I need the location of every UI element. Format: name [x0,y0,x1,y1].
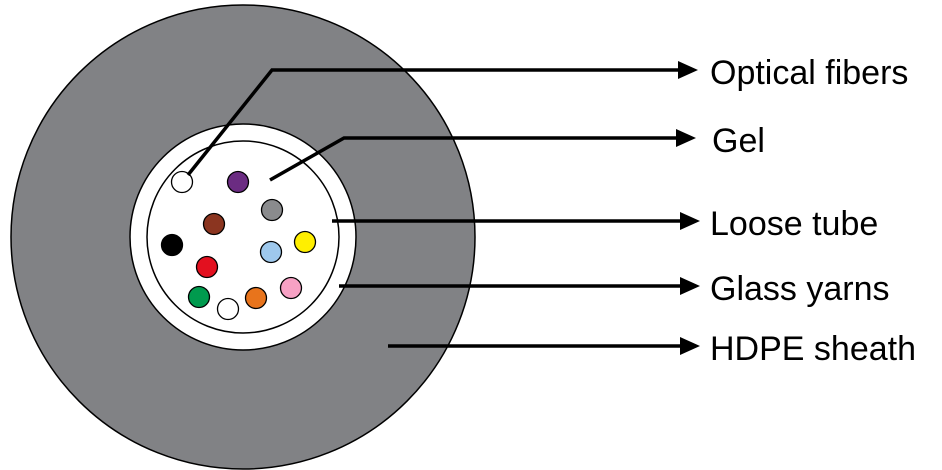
callout-hdpe-sheath [388,337,700,355]
leader-line [186,68,680,177]
optical-fiber [260,198,284,222]
leader-line [269,136,678,182]
callout-loose-tube [332,212,700,230]
optical-fiber [195,255,219,279]
label-optical-fibers: Optical fibers [710,54,908,92]
optical-fiber [160,233,184,257]
arrowhead-icon [680,337,700,355]
optical-fiber [202,212,226,236]
optical-fiber-bundle [160,170,317,321]
arrowhead-icon [678,61,698,79]
label-loose-tube: Loose tube [710,205,878,243]
arrowhead-icon [680,277,700,295]
callout-gel [269,129,696,182]
label-hdpe-sheath: HDPE sheath [710,330,916,368]
callout-optical-fibers [186,61,698,177]
optical-fiber [244,286,268,310]
label-gel: Gel [712,122,765,160]
arrowhead-icon [680,212,700,230]
callout-glass-yarns [339,277,700,295]
label-glass-yarns: Glass yarns [710,270,890,308]
optical-fiber [216,297,240,321]
optical-fiber [226,170,250,194]
optical-fiber [293,230,317,254]
optical-fiber [259,240,283,264]
optical-fiber [279,276,303,300]
arrowhead-icon [676,129,696,147]
optical-fiber [170,170,194,194]
optical-fiber [187,285,211,309]
